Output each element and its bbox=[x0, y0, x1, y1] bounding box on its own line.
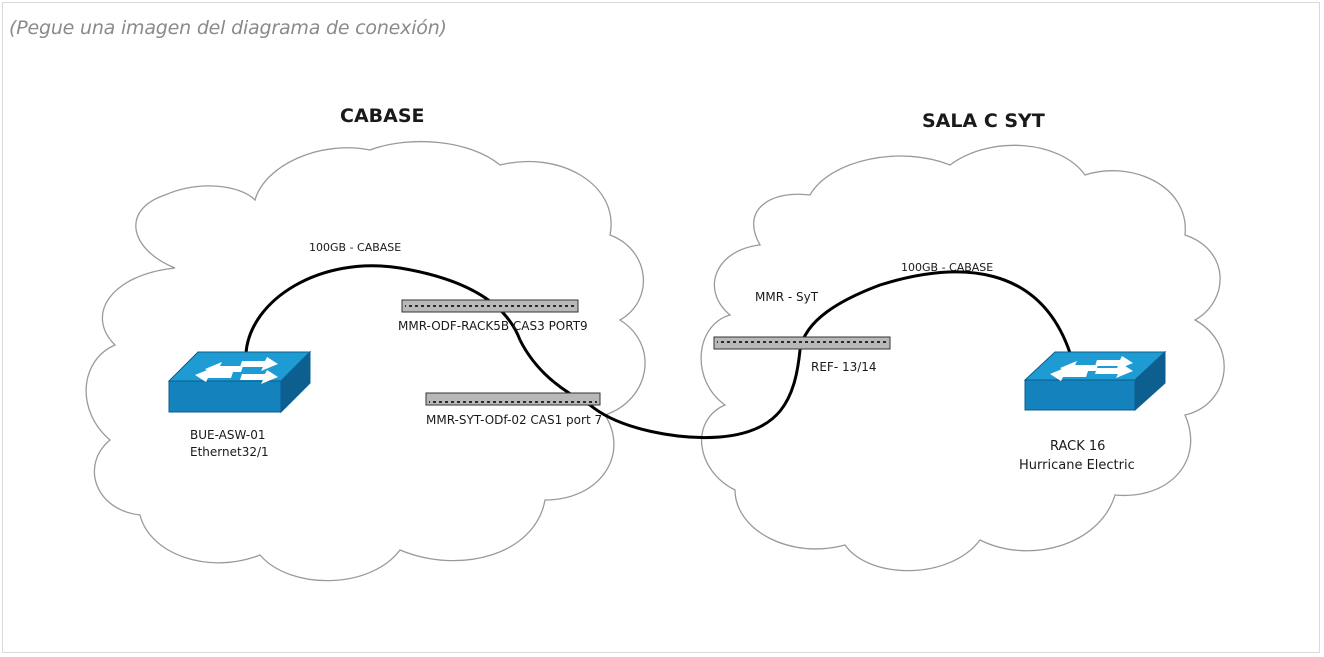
cloud-title-cabase: CABASE bbox=[340, 105, 425, 127]
patch-panel-odf-syt02 bbox=[425, 392, 601, 406]
odf-rack5b-label: MMR-ODF-RACK5B CAS3 PORT9 bbox=[398, 319, 588, 333]
mmr-syt-label: MMR - SyT bbox=[755, 290, 819, 304]
cloud-title-sala-c-syt: SALA C SYT bbox=[922, 110, 1045, 132]
switch-left-port: Ethernet32/1 bbox=[190, 445, 269, 459]
patch-panel-odf-rack5b bbox=[401, 299, 579, 313]
ref-label: REF- 13/14 bbox=[811, 360, 877, 374]
switch-left-name: BUE-ASW-01 bbox=[190, 428, 265, 442]
odf-syt02-label: MMR-SYT-ODf-02 CAS1 port 7 bbox=[426, 413, 602, 427]
cloud-cabase bbox=[85, 141, 646, 582]
switch-icon-bue-asw-01 bbox=[167, 350, 312, 414]
diagram-caption: (Pegue una imagen del diagrama de conexi… bbox=[9, 17, 447, 39]
cable-ref-to-rack16 bbox=[798, 270, 1072, 354]
cloud-sala-c-syt bbox=[700, 144, 1225, 572]
switch-right-owner: Hurricane Electric bbox=[1019, 458, 1135, 473]
cable-inter-room bbox=[589, 349, 802, 439]
link-label-left: 100GB - CABASE bbox=[309, 241, 401, 254]
link-label-right: 100GB - CABASE bbox=[901, 261, 993, 274]
switch-right-name: RACK 16 bbox=[1050, 439, 1105, 454]
switch-icon-rack-16 bbox=[1023, 350, 1167, 412]
patch-panel-ref bbox=[713, 336, 891, 350]
